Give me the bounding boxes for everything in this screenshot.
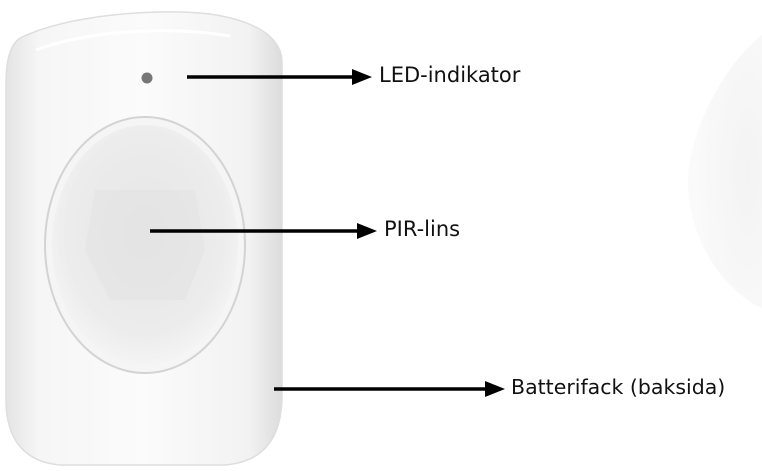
led-arrow-head: [352, 69, 372, 85]
pir-arrow-head: [357, 223, 377, 239]
battery-compartment-label: Batterifack (baksida): [511, 377, 725, 398]
pir-lens-facets: [85, 190, 205, 300]
pir-lens-label: PIR-lins: [384, 219, 460, 240]
led-indicator: [142, 73, 153, 84]
led-indicator-label: LED-indikator: [379, 65, 520, 86]
battery-arrow-head: [485, 381, 505, 397]
second-device-silhouette: [688, 35, 762, 308]
